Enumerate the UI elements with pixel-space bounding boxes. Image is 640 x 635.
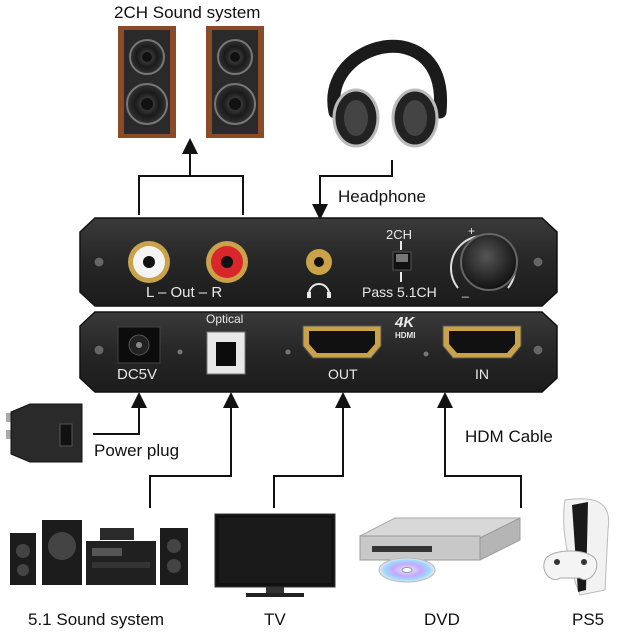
volume-plus-label: + [468,224,476,238]
dc5v-label: DC5V [117,366,158,383]
volume-minus-label: _ [462,284,469,298]
hdmi-in-label: IN [475,366,489,382]
speaker-connection-lines [138,138,244,215]
tv [214,513,336,597]
headphone-label: Headphone [338,187,426,206]
two-ch-sound-system-label: 2CH Sound system [114,3,261,22]
sound-system-51-label: 5.1 Sound system [28,610,165,629]
sound-system-51 [10,520,188,585]
source-connection-lines [149,392,522,508]
device-top-panel [79,217,558,307]
switch-pass-51ch-label: Pass 5.1CH [362,284,437,300]
lr-out-label: L – Out – R [146,284,223,301]
logo-hdmi: HDMI [395,331,416,340]
speaker-right [206,26,264,138]
logo-4k: 4K [395,314,415,331]
hdmi-out-label: OUT [328,366,358,382]
device-bottom-panel [79,311,558,393]
tv-label: TV [264,610,286,629]
ps5-console [543,498,610,596]
ps5-label: PS5 [572,610,605,629]
headphones [327,39,447,148]
dvd-player [359,517,521,583]
speaker-left [118,26,176,138]
headphone-connection-line [312,160,393,220]
hdmi-cable-label: HDM Cable [465,427,553,446]
dvd-label: DVD [424,610,460,629]
switch-2ch-label: 2CH [386,227,413,242]
power-plug [6,403,83,463]
power-plug-label: Power plug [94,441,180,460]
power-connection-line [93,392,147,435]
optical-label: Optical [206,312,244,326]
